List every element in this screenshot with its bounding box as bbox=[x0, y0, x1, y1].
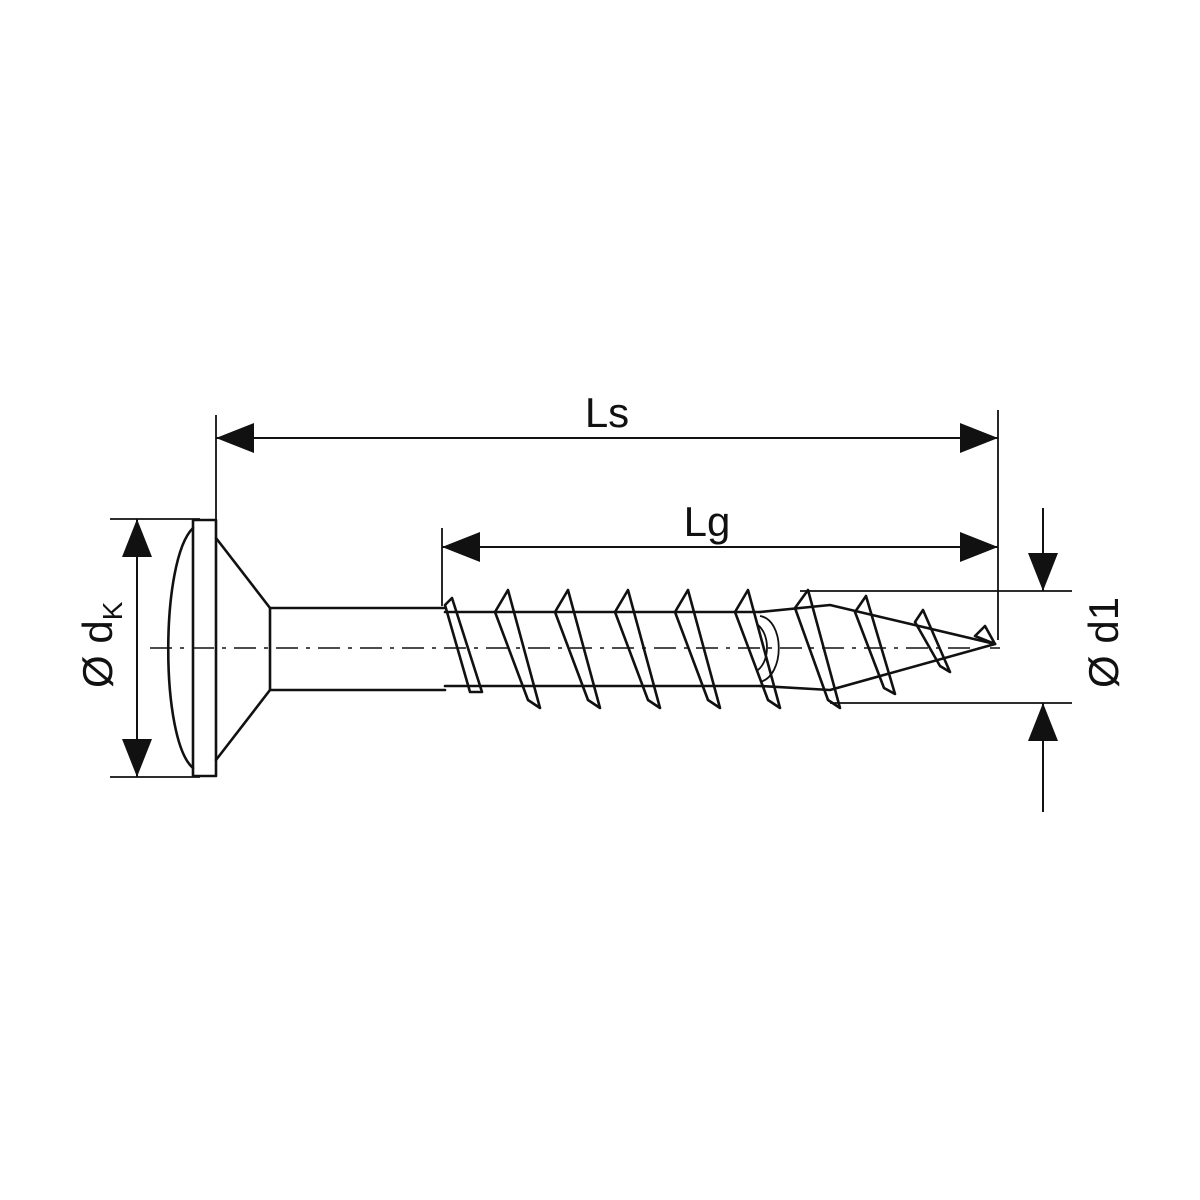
head-diameter-subscript: K bbox=[97, 601, 128, 620]
lg-dimension bbox=[442, 532, 998, 562]
head-diameter-label: Ø dK bbox=[74, 601, 128, 688]
thread-diameter-label: Ø d1 bbox=[1080, 597, 1127, 688]
screw-thread bbox=[443, 588, 997, 710]
lg-label: Lg bbox=[684, 498, 731, 545]
head-diameter-dimension bbox=[122, 519, 152, 777]
screw-shank bbox=[268, 606, 447, 692]
screw-head bbox=[167, 518, 272, 778]
ls-dimension bbox=[216, 423, 998, 453]
thread-diameter-dimension bbox=[1028, 508, 1058, 812]
head-diameter-symbol: Ø d bbox=[74, 620, 121, 688]
extension-lines bbox=[110, 410, 1072, 778]
ls-label: Ls bbox=[585, 389, 629, 436]
